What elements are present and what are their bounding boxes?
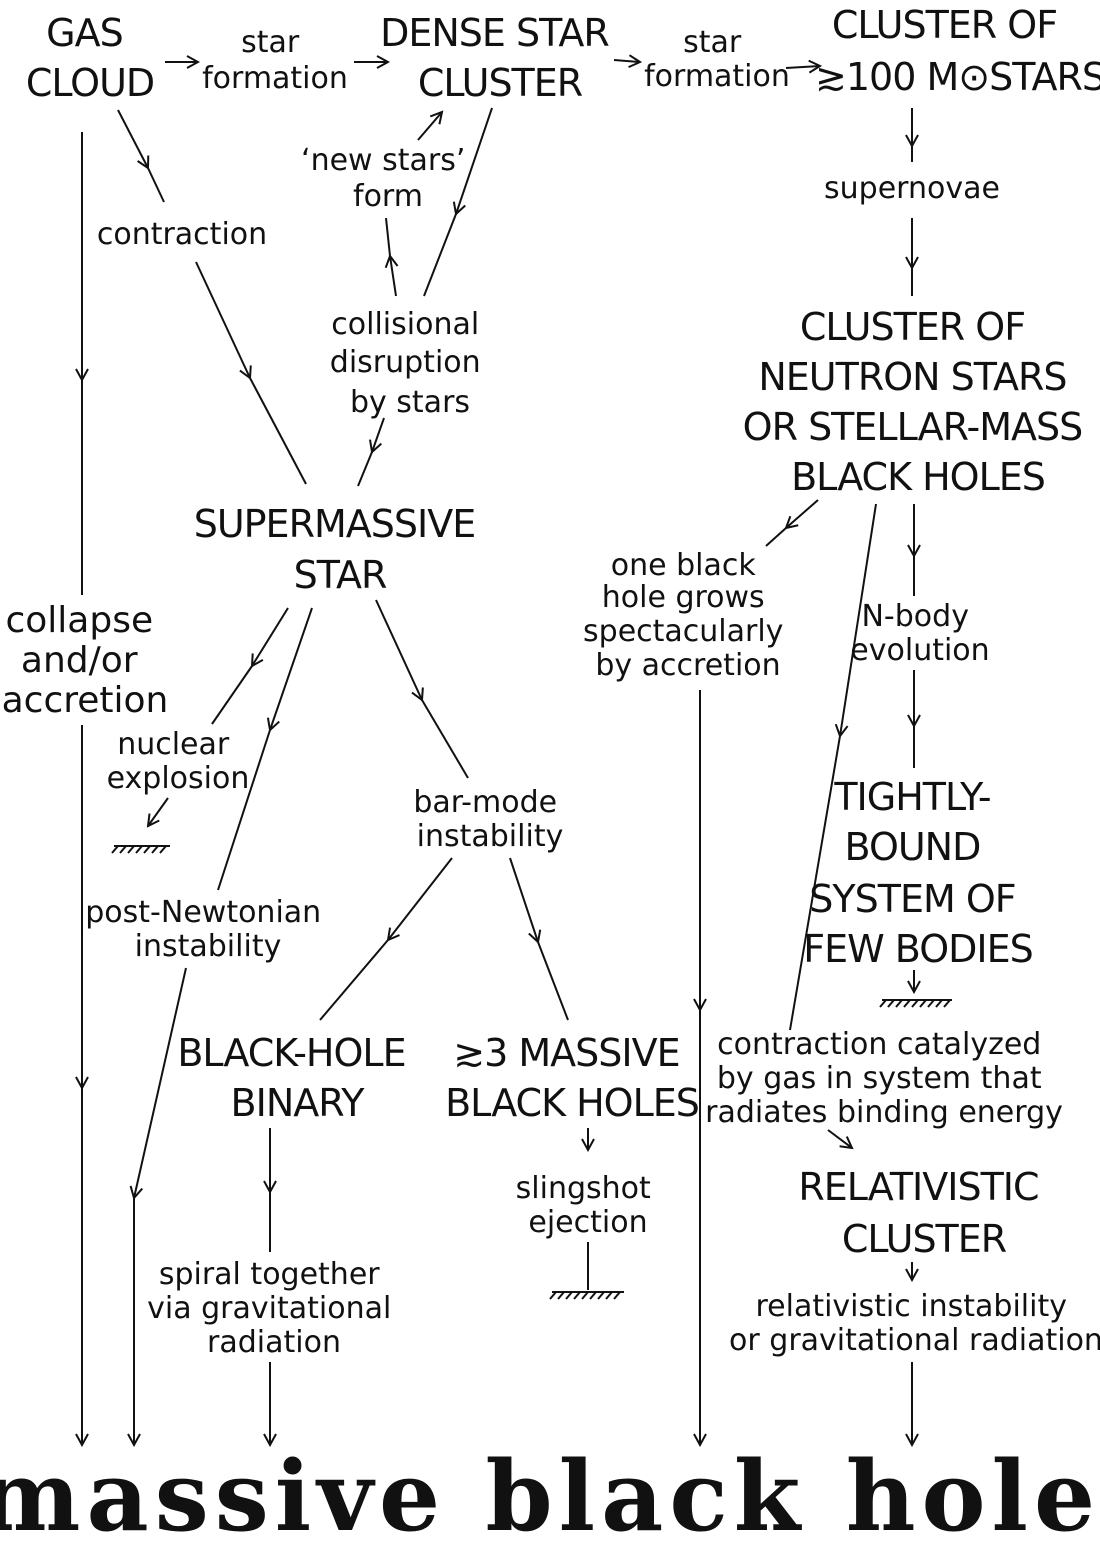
label-collapse-accretion: collapse and/or accretion: [2, 600, 169, 721]
edge-barmode-to-binary: [388, 857, 453, 940]
edge-sms-to-nuclear: [252, 607, 289, 666]
edge-neutron-to-onebh: [786, 499, 819, 528]
edge-neutron-to-catalyzed-2: [789, 735, 841, 1031]
label-contraction-catalyzed: contraction catalyzed by gas in system t…: [705, 1027, 1063, 1130]
final-massive-black-hole: massive black hole: [0, 1440, 1100, 1547]
edge-dense-to-collisional-2: [423, 213, 457, 297]
edges: [82, 60, 914, 1445]
edge-sms-to-nuclear-2: [211, 665, 253, 725]
label-supernovae: supernovae: [824, 171, 1000, 206]
edge-sms-to-postnewtonian-2: [217, 729, 271, 891]
edge-gas-to-contraction-2: [147, 167, 165, 203]
edge-collisional-to-sms-2: [357, 451, 373, 487]
edge-contraction-to-sms-2: [249, 377, 307, 485]
edge-gas-to-contraction: [117, 109, 148, 168]
label-new-stars-form: ‘new stars’ form: [301, 143, 475, 214]
label-bar-mode-instability: bar-mode instability: [413, 785, 566, 854]
edge-barmode-to-binary-2: [319, 939, 389, 1021]
ground-symbol-tightly: [879, 999, 952, 1008]
node-black-hole-binary: BLACK-HOLE BINARY: [177, 1031, 416, 1125]
edge-collisional-to-newstars-2: [385, 217, 391, 257]
edge-contraction-to-sms: [195, 261, 250, 378]
ground-symbol-nuclear: [111, 845, 170, 854]
edge-star-formation-to-cluster100: [785, 66, 820, 68]
edge-sms-to-barmode-2: [421, 699, 469, 779]
node-tightly-bound-system: TIGHTLY- BOUND SYSTEM OF FEW BODIES: [803, 775, 1032, 971]
label-contraction: contraction: [97, 217, 267, 252]
node-gas-cloud: GAS CLOUD: [26, 11, 154, 105]
label-slingshot-ejection: slingshot ejection: [516, 1171, 661, 1240]
label-nuclear-explosion: nuclear explosion: [107, 727, 250, 796]
edge-nuclear-to-ground: [148, 797, 169, 826]
edge-barmode-to-threebh-2: [537, 941, 569, 1021]
label-relativistic-instability: relativistic instability or gravitationa…: [729, 1289, 1100, 1358]
node-relativistic-cluster: RELATIVISTIC CLUSTER: [798, 1165, 1049, 1261]
ground-symbol-slingshot: [549, 1291, 624, 1300]
label-post-newtonian-instability: post-Newtonian instability: [85, 895, 330, 964]
node-supermassive-star: SUPERMASSIVE STAR: [194, 502, 487, 597]
edge-newstars-to-dense: [417, 112, 442, 141]
label-spiral-together: spiral together via gravitational radiat…: [147, 1257, 401, 1360]
label-one-black-hole-grows: one black hole grows spectacularly by ac…: [583, 548, 793, 683]
label-n-body-evolution: N-body evolution: [850, 599, 989, 668]
edge-postnewtonian-down: [134, 967, 187, 1198]
edge-barmode-to-threebh: [509, 857, 538, 942]
node-dense-star-cluster: DENSE STAR CLUSTER: [380, 11, 620, 105]
node-three-massive-black-holes: ≳3 MASSIVE BLACK HOLES: [445, 1031, 699, 1125]
edge-neutron-to-onebh-2: [765, 527, 787, 547]
node-neutron-star-cluster: CLUSTER OF NEUTRON STARS OR STELLAR-MASS…: [743, 305, 1094, 499]
edge-collisional-to-sms: [372, 417, 385, 452]
edge-collisional-to-newstars: [390, 256, 396, 297]
label-star-formation-1: star formation: [202, 25, 348, 96]
edge-dense-to-star-formation: [613, 60, 640, 62]
edge-neutron-to-catalyzed: [840, 503, 877, 736]
edge-sms-to-barmode: [375, 599, 422, 700]
edge-catalyzed-to-relativistic: [827, 1129, 852, 1148]
label-star-formation-2: star formation: [644, 25, 790, 94]
edge-sms-to-postnewtonian: [270, 607, 313, 730]
label-collisional-disruption: collisional disruption by stars: [330, 307, 490, 420]
edge-dense-to-collisional: [456, 107, 493, 214]
node-cluster-100-stars: CLUSTER OF ≳100 M⊙STARS: [815, 3, 1100, 99]
